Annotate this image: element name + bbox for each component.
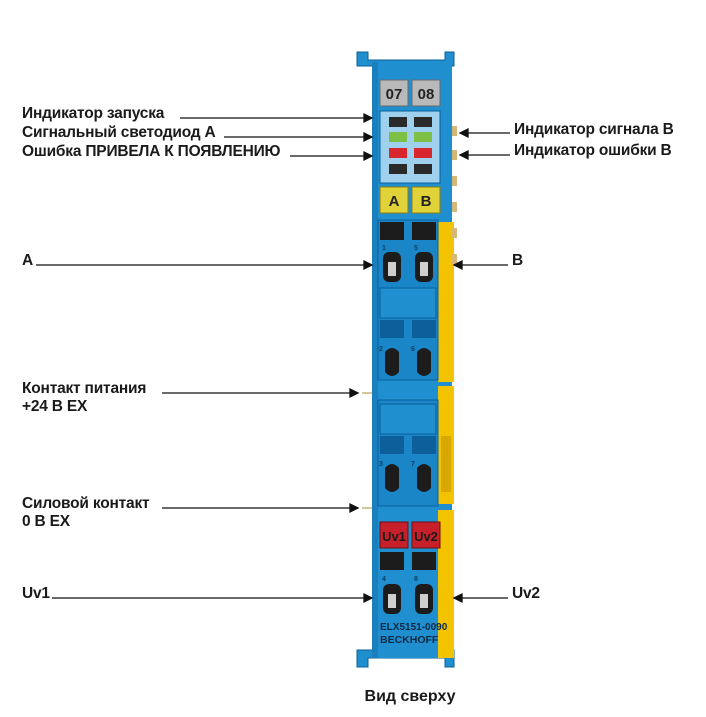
contact-pin (452, 126, 457, 136)
pin-number: 3 (379, 461, 383, 468)
uv1-tag: Uv1 (382, 529, 406, 544)
led-run-b (414, 117, 432, 127)
label-run-indicator: Индикатор запуска (22, 105, 165, 122)
pin-number: 8 (414, 576, 418, 583)
wire-entry-7 (417, 464, 431, 492)
uv1-box (379, 521, 409, 549)
spring-contact-highlight (420, 594, 428, 608)
caption-top-view: Вид сверху (364, 688, 456, 705)
label-power-contact-line2: +24 В EX (22, 398, 88, 415)
body-edge-left (372, 62, 378, 658)
contact-pin (452, 254, 457, 264)
label-error-wire-break: Ошибка ПРИВЕЛА К ПОЯВЛЕНИЮ (22, 143, 281, 160)
release-slot-5 (412, 222, 436, 240)
yellow-strip-lower (438, 510, 454, 658)
label-uv1: Uv1 (22, 585, 50, 602)
release-slot-4 (380, 552, 404, 570)
leader-lines-right (452, 127, 510, 604)
yellow-strip-upper (438, 222, 454, 382)
spring-contact-highlight (420, 262, 428, 276)
led-spare-a (389, 164, 407, 174)
arrowhead (363, 592, 374, 604)
arrowhead (452, 592, 463, 604)
label-power-contact-line1: Контакт питания (22, 380, 147, 397)
arrowhead (363, 259, 374, 271)
release-slot-7 (412, 436, 436, 454)
connector-divider (379, 403, 437, 435)
led-signal-b (414, 132, 432, 142)
led-signal-a (389, 132, 407, 142)
pin-number: 5 (414, 245, 418, 252)
pin-number: 7 (411, 461, 415, 468)
channel-box-1 (379, 79, 409, 107)
label-signal-indicator-b: Индикатор сигнала B (514, 121, 674, 138)
spring-contact-highlight (388, 262, 396, 276)
label-power-contact0-line2: 0 В EX (22, 513, 70, 530)
label-uv2: Uv2 (512, 585, 540, 602)
arrowhead (452, 259, 463, 271)
contact-pin (452, 202, 457, 212)
arrowhead (458, 127, 469, 139)
release-slot-3 (380, 436, 404, 454)
channel-number-2: 08 (418, 86, 435, 103)
release-slot-2 (380, 320, 404, 338)
led-spare-b (414, 164, 432, 174)
arrowhead (363, 112, 374, 124)
contact-pin (452, 228, 457, 238)
label-power-contact0-line1: Силовой контакт (22, 495, 150, 512)
label-error-indicator-b: Индикатор ошибки B (514, 142, 672, 159)
slot-label-a: A (389, 193, 400, 210)
slot-label-a-box (379, 186, 409, 214)
yellow-strip-recess (441, 436, 451, 492)
arrowhead (363, 150, 374, 162)
contact-pin (452, 150, 457, 160)
slot-label-b-box (411, 186, 441, 214)
contact-pin (452, 176, 457, 186)
channel-number-1: 07 (386, 86, 403, 103)
wire-entry-2 (385, 348, 399, 376)
pin-number: 1 (382, 245, 386, 252)
uv2-box (411, 521, 441, 549)
release-slot-1 (380, 222, 404, 240)
arrowhead (349, 502, 360, 514)
arrowhead (363, 131, 374, 143)
led-error-b (414, 148, 432, 158)
pin-number: 6 (411, 346, 415, 353)
led-run-a (389, 117, 407, 127)
led-error-a (389, 148, 407, 158)
release-slot-8 (412, 552, 436, 570)
model-number: ELX5151-0090 (380, 622, 448, 633)
leader-lines-left (36, 112, 374, 604)
spring-contact-highlight (388, 594, 396, 608)
release-slot-6 (412, 320, 436, 338)
arrowhead (349, 387, 360, 399)
wire-entry-3 (385, 464, 399, 492)
connector-divider (379, 287, 437, 319)
arrowhead (458, 149, 469, 161)
slot-label-b: B (421, 193, 432, 210)
label-b: B (512, 252, 523, 269)
channel-box-2 (411, 79, 441, 107)
pin-number: 4 (382, 576, 386, 583)
pin-number: 2 (379, 346, 383, 353)
label-signal-led-a: Сигнальный светодиод A (22, 124, 216, 141)
label-a: A (22, 252, 33, 269)
wire-entry-6 (417, 348, 431, 376)
brand-logo: BECKHOFF (380, 634, 439, 646)
uv2-tag: Uv2 (414, 529, 438, 544)
